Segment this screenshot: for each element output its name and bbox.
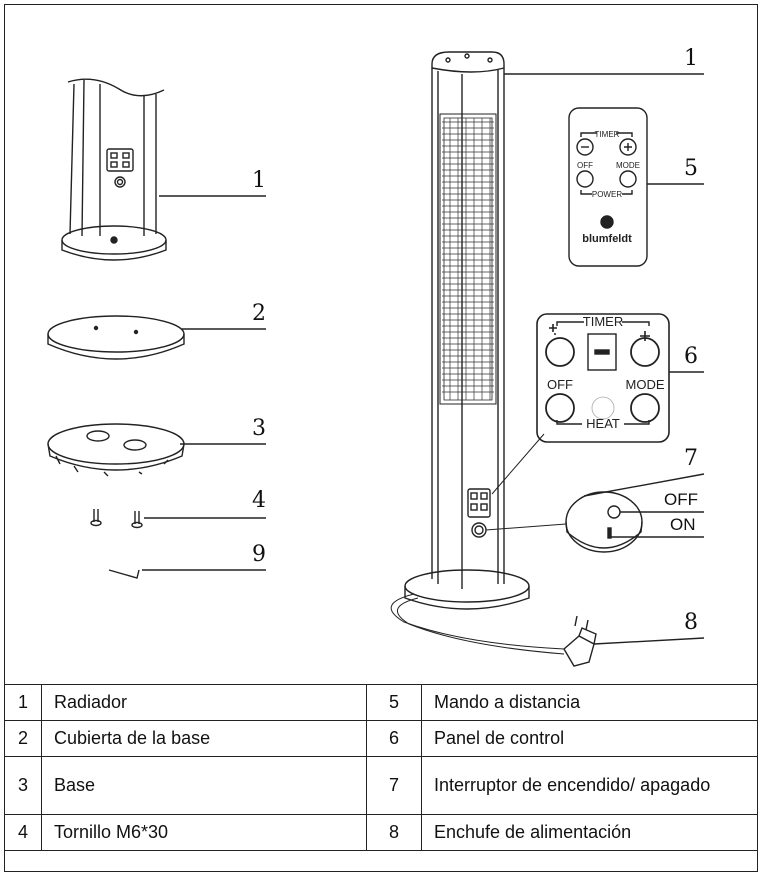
part-name: Panel de control: [421, 720, 758, 757]
rocker-switch-drawing: [485, 473, 705, 553]
panel-off-label: OFF: [547, 377, 573, 392]
callout-4: 4: [252, 488, 266, 513]
part-name: Cubierta de la base: [41, 720, 367, 757]
remote-labels: TIMER OFF MODE POWER blumfeldt: [577, 130, 640, 245]
callout-5: 5: [684, 156, 698, 181]
remote-power-label: POWER: [592, 190, 622, 199]
part-number: 2: [4, 720, 42, 757]
heater-column-detail: [61, 78, 266, 261]
part-number: 8: [366, 814, 422, 851]
assembly-diagram: TIMER OFF MODE POWER blumfeldt TIMER OFF…: [4, 4, 758, 684]
part-number: 5: [366, 684, 422, 721]
heater-grille: [442, 118, 494, 400]
part-number: 7: [366, 756, 422, 815]
callout-8: 8: [684, 610, 698, 635]
panel-mode-label: MODE: [626, 377, 665, 392]
diagram-drawing: TIMER OFF MODE POWER blumfeldt TIMER OFF…: [47, 51, 705, 667]
panel-heat-label: HEAT: [586, 416, 620, 431]
part-name: Mando a distancia: [421, 684, 758, 721]
screws-drawing: [90, 509, 266, 529]
remote-drawing: [568, 107, 704, 267]
callout-3: 3: [252, 416, 266, 441]
part-number: 6: [366, 720, 422, 757]
control-panel-drawing: [491, 313, 704, 495]
remote-timer-label: TIMER: [595, 130, 620, 139]
callout-2: 2: [252, 301, 266, 326]
remote-brand-logo: blumfeldt: [582, 233, 632, 245]
callout-9: 9: [252, 542, 266, 567]
base-cover-drawing: [47, 315, 266, 360]
callout-6: 6: [684, 344, 698, 369]
part-name: Interruptor de encendido/ apagado: [421, 756, 758, 815]
part-number: 4: [4, 814, 42, 851]
callout-1-right: 1: [684, 46, 698, 71]
callout-7: 7: [684, 446, 698, 471]
switch-off-label: OFF: [664, 490, 698, 509]
part-name: Radiador: [41, 684, 367, 721]
part-number: 3: [4, 756, 42, 815]
control-panel-labels: TIMER OFF MODE HEAT: [547, 314, 665, 431]
table-row: 3 Base 7 Interruptor de encendido/ apaga…: [4, 756, 758, 815]
callout-1-left: 1: [252, 168, 266, 193]
part-name: Enchufe de alimentación: [421, 814, 758, 851]
remote-mode-label: MODE: [616, 161, 640, 170]
plug-drawing: [563, 615, 705, 667]
table-row: 4 Tornillo M6*30 8 Enchufe de alimentaci…: [4, 814, 758, 851]
base-drawing: [47, 423, 266, 477]
page-frame: [4, 4, 758, 872]
switch-on-label: ON: [670, 515, 696, 534]
part-name: Tornillo M6*30: [41, 814, 367, 851]
part-number: 1: [4, 684, 42, 721]
part-name: Base: [41, 756, 367, 815]
table-row: 2 Cubierta de la base 6 Panel de control: [4, 720, 758, 757]
remote-off-label: OFF: [577, 161, 593, 170]
hex-key-drawing: [108, 569, 266, 579]
tower-heater-drawing: [390, 51, 704, 655]
panel-timer-label: TIMER: [583, 314, 623, 329]
table-row: 1 Radiador 5 Mando a distancia: [4, 684, 758, 721]
parts-table: 1 Radiador 5 Mando a distancia 2 Cubiert…: [4, 684, 758, 851]
